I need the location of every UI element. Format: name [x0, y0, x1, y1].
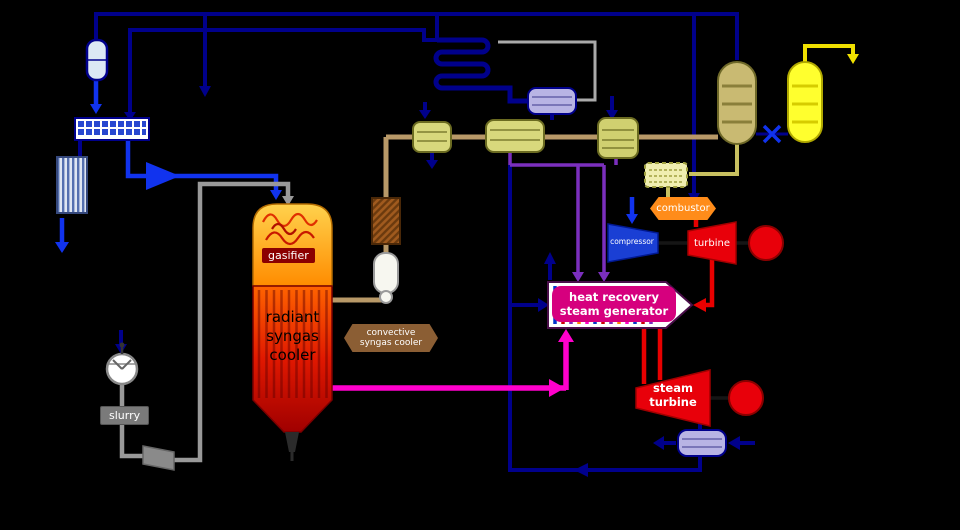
- arrow-down-icon: [606, 110, 618, 120]
- hrsg-label: heat recovery steam generator: [552, 286, 676, 322]
- arrow-down-icon: [282, 196, 294, 206]
- arrow-down-icon: [55, 242, 69, 253]
- mixer-blades: [112, 359, 132, 370]
- top-header-pipe: [94, 12, 739, 60]
- scrubber-hx1: [412, 121, 452, 153]
- blower-cross-icon: [762, 124, 782, 144]
- purple-arrowheads: [572, 272, 610, 282]
- filter-unit: [56, 156, 88, 214]
- vessel-bulb: [379, 290, 393, 304]
- membrane-grid-cells: [78, 121, 146, 137]
- gas-turbine-body: [687, 221, 737, 265]
- navy-pipes: [78, 12, 788, 472]
- radiant-syngas-cooler-vessel: [252, 285, 333, 433]
- feedwater-pipes: [508, 152, 618, 278]
- gas-turbine-label: turbine: [694, 238, 730, 249]
- generator-2: [728, 380, 764, 416]
- arrow-down-icon: [598, 272, 610, 282]
- flame-icon: [262, 212, 318, 246]
- arrow-up-icon: [558, 329, 574, 342]
- steam-pipes-magenta: [332, 334, 569, 391]
- agr-trays: [722, 84, 752, 124]
- blue-arrowheads: [55, 104, 638, 253]
- shift-reactor-hx2: [485, 119, 545, 153]
- radiant-syngas-cooler-label: radiant syngas cooler: [265, 308, 320, 364]
- sulfur-trays: [792, 84, 818, 124]
- compressor-body: [607, 223, 659, 263]
- exhaust-to-hrsg-pipe: [700, 257, 715, 308]
- top-header-pipe-2: [128, 28, 437, 118]
- arrow-left-icon: [693, 298, 706, 312]
- gasifier-label: gasifier: [262, 248, 315, 263]
- syngas-knockout-vessel: [373, 252, 399, 294]
- condensate-return-pipe: [508, 165, 702, 472]
- slurry-pump: [142, 445, 175, 471]
- arrow-down-icon: [199, 86, 211, 97]
- arrow-down-icon: [572, 272, 584, 282]
- sulfur-recovery-vessel: [787, 61, 823, 143]
- arrow-down-icon: [124, 112, 136, 121]
- convective-syngas-cooler-unit: [371, 197, 401, 245]
- sulfur-product-pipe: [803, 44, 855, 62]
- arrow-right-icon: [549, 379, 565, 397]
- shift-reactor-hx3: [597, 117, 639, 159]
- arrow-down-icon: [426, 160, 438, 169]
- steam-turbine-label: steam turbine: [649, 381, 697, 409]
- arrow-up-icon: [544, 252, 556, 264]
- slurry-label: slurry: [100, 406, 150, 425]
- cooler-outlet-pipe: [332, 292, 389, 303]
- steam-turbine-body: [635, 369, 711, 427]
- slag-outlet-spout: [285, 432, 299, 452]
- agr-to-filter-pipe: [689, 144, 739, 176]
- arrow-right-icon: [538, 298, 549, 312]
- arrow-down-icon: [419, 110, 431, 119]
- arrow-left-icon: [728, 436, 740, 450]
- compressor-label: compressor: [610, 237, 654, 246]
- magenta-arrowheads: [549, 329, 574, 397]
- arrow-down-icon: [847, 54, 859, 64]
- condenser: [677, 429, 727, 457]
- arrow-down-icon: [270, 190, 282, 200]
- arrow-down-icon: [626, 214, 638, 224]
- arrow-left-icon: [574, 463, 588, 477]
- convective-syngas-cooler-label: convective syngas cooler: [344, 324, 438, 352]
- arrow-down-icon: [90, 104, 102, 114]
- oxygen-flow-arrow-icon: [146, 162, 180, 190]
- cooling-loop-pipe: [498, 40, 597, 102]
- gas-cooler-unit: [527, 87, 577, 115]
- combustor-label: combustor: [650, 197, 716, 220]
- filter-trays: [649, 169, 683, 183]
- arrow-left-icon: [653, 436, 664, 450]
- pump-to-gasifier-pipe: [172, 181, 291, 463]
- sulfur-pipes: [803, 44, 855, 62]
- mixer-motor: [119, 342, 125, 348]
- gasifier-label-text: gasifier: [268, 249, 309, 262]
- fuel-gas-filter-unit: [644, 162, 688, 188]
- cooler-tube-stripes: [257, 290, 328, 398]
- coil-heat-exchanger-pipe: [433, 37, 528, 104]
- shaft-lines: [658, 241, 750, 400]
- generator-1: [748, 225, 784, 261]
